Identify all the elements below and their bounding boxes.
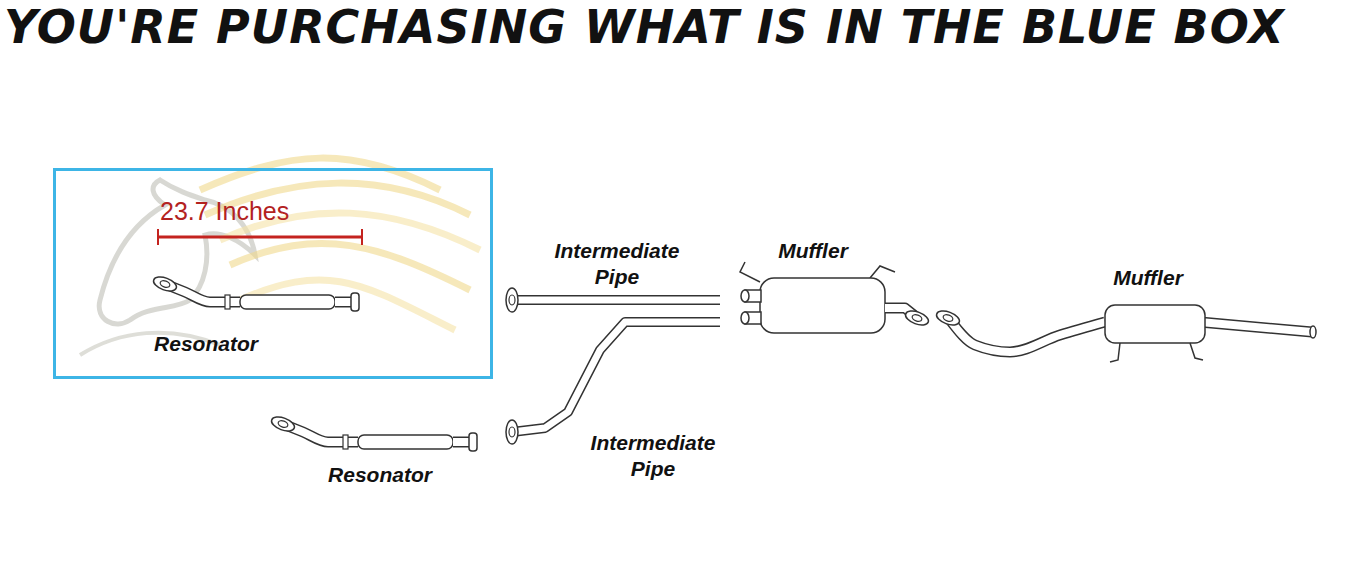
part-name: Intermediate Pipe: [578, 430, 728, 482]
part-name: Muffler: [753, 238, 873, 264]
exhaust-parts: [152, 229, 1316, 451]
part-name: Intermediate Pipe: [542, 238, 692, 290]
dimension-line: [158, 229, 362, 245]
watermark: [80, 158, 480, 355]
selection-box: 23.7 InchesResonator: [53, 168, 493, 379]
intermediate-pipe-top: [506, 288, 720, 312]
muffler-rear: [935, 305, 1316, 362]
part-name: Resonator: [310, 462, 450, 488]
page-title: YOU'RE PURCHASING WHAT IS IN THE BLUE BO…: [4, 0, 1285, 54]
muffler-front: [740, 262, 930, 333]
part-name: Muffler: [1088, 265, 1208, 291]
dimension-label: 23.7 Inches: [160, 197, 289, 226]
resonator-boxed: [152, 274, 359, 311]
resonator-lower: [270, 414, 477, 451]
intermediate-pipe-lower: [506, 322, 720, 444]
part-name: Resonator: [154, 331, 258, 357]
